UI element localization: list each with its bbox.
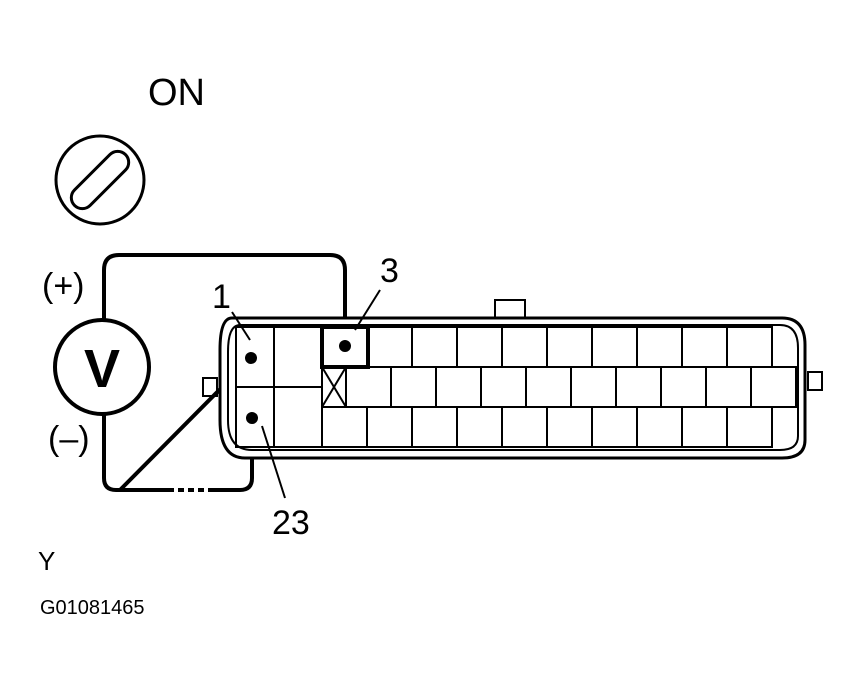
positive-lead-label: (+) [42,267,85,305]
positive-lead-wire [102,253,347,343]
pin-1-probe-point [245,352,257,364]
negative-lead-to-pin23 [208,421,254,492]
connector-cavity [726,406,773,448]
voltmeter-symbol: V [84,339,120,399]
footer-note: Y [38,546,55,576]
ignition-key-icon [54,134,146,226]
terminal-1-label: 1 [212,278,231,316]
connector-cavity [750,366,797,408]
leader-line-pin-1 [231,311,251,341]
ecu-connector [202,299,823,460]
ignition-state-label: ON [148,72,205,114]
pin-23-probe-point [246,412,258,424]
figure-code: G01081465 [40,597,145,619]
terminal-3-label: 3 [380,252,399,290]
terminal-23-label: 23 [272,504,310,542]
negative-lead-label: (–) [48,420,90,458]
leader-line-pin-3 [354,289,381,331]
leader-line-pin-23 [261,425,286,499]
pin-3-probe-point [339,340,351,352]
negative-lead-wire [102,414,168,492]
